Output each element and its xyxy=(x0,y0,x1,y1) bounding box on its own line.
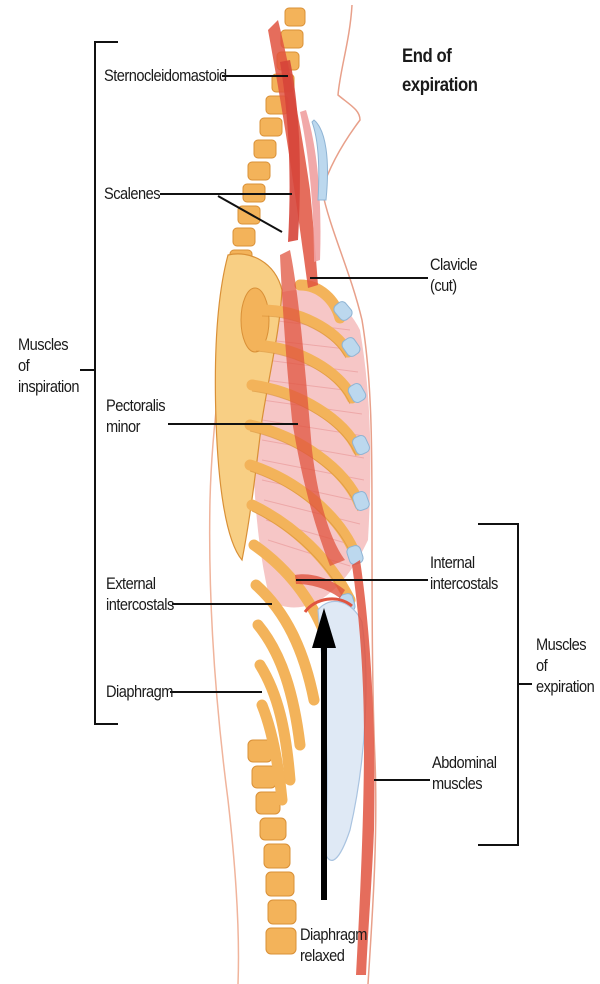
inspiration-bracket xyxy=(80,42,118,724)
label-clavicle: Clavicle (cut) xyxy=(430,254,477,296)
label-scalenes: Scalenes xyxy=(104,183,160,204)
label-pectoralis-minor: Pectoralis minor xyxy=(106,395,165,437)
label-diaphragm: Diaphragm xyxy=(106,681,173,702)
group-label-inspiration: Muscles of inspiration xyxy=(18,334,79,397)
label-internal-intercostals: Internal intercostals xyxy=(430,552,498,594)
label-sternocleidomastoid: Sternocleidomastoid xyxy=(104,65,227,86)
label-diaphragm-relaxed: Diaphragm relaxed xyxy=(300,924,367,966)
label-abdominal-muscles: Abdominal muscles xyxy=(432,752,496,794)
group-label-expiration: Muscles of expiration xyxy=(536,634,594,697)
diagram-title: End of expiration xyxy=(402,42,478,100)
label-external-intercostals: External intercostals xyxy=(106,573,174,615)
